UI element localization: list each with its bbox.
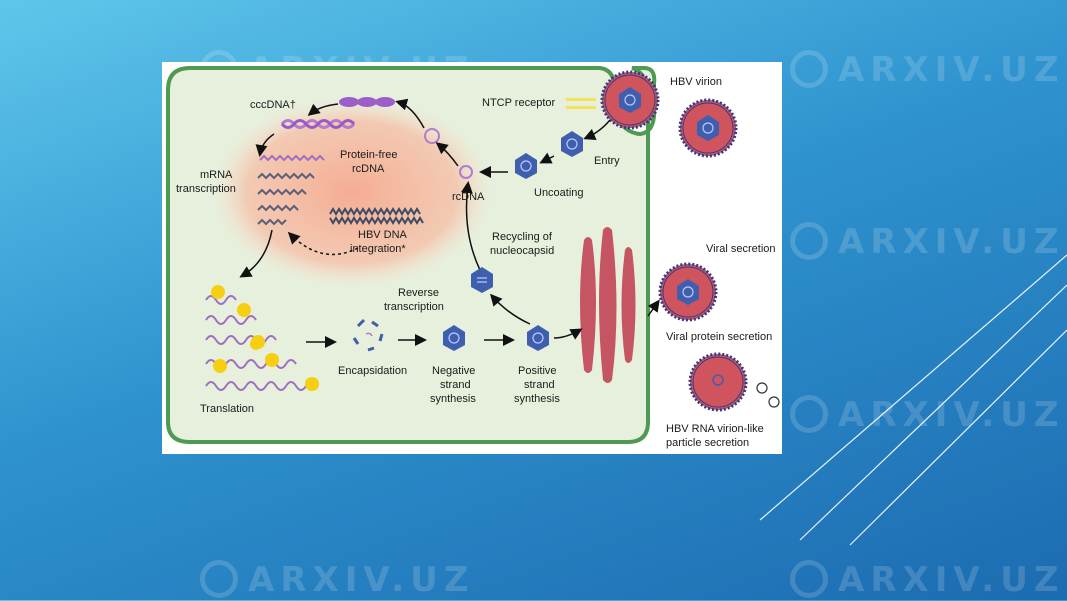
subviral-particle-icon: [756, 382, 780, 408]
label-hbv-dna-integration: integration*: [350, 243, 406, 255]
label-protein-free-rcdna: rcDNA: [352, 163, 385, 175]
arrow: [553, 328, 583, 340]
mrna-strands: [259, 154, 325, 162]
label-recycling: Recycling of: [492, 231, 553, 243]
label-negative: Negative: [432, 365, 475, 377]
label-entry: Entry: [594, 155, 620, 167]
watermark: ARXIV.UZ: [790, 394, 1065, 436]
label-reverse-transcription: transcription: [384, 301, 444, 313]
arrow: [255, 133, 275, 157]
watermark: ARXIV.UZ: [790, 559, 1065, 601]
arrow: [460, 181, 481, 271]
magnifier-icon: [790, 559, 828, 598]
watermark-text: ARXIV.UZ: [248, 560, 475, 600]
label-mrna: mRNA: [200, 169, 233, 181]
magnifier-icon: [790, 49, 828, 88]
ribosome-icons: [211, 285, 319, 391]
arrow: [395, 98, 425, 129]
arrow: [239, 229, 273, 278]
capsid-icon: [515, 153, 537, 179]
label-rna-virion-secretion: particle secretion: [666, 437, 749, 449]
capsid-assembly-icon: [352, 318, 384, 352]
arrow-dashed: [287, 231, 359, 256]
endoplasmic-reticulum: [580, 227, 636, 383]
label-translation: Translation: [200, 403, 254, 415]
nucleus: [212, 97, 492, 287]
hbv-virion-icon: [658, 262, 718, 322]
watermark-text: ARXIV.UZ: [838, 222, 1065, 262]
deco-line: [759, 254, 1067, 521]
label-positive: Positive: [518, 365, 557, 377]
label-cccdna: cccDNA†: [250, 99, 296, 111]
watermark: ARXIV.UZ: [790, 49, 1065, 91]
rna-virion-like-particle-icon: [688, 352, 748, 412]
hbv-lifecycle-diagram: HBV virion NTCP receptor Entry Uncoating…: [162, 62, 782, 454]
label-viral-protein-secretion: Viral protein secretion: [666, 331, 772, 343]
diagram-svg: HBV virion NTCP receptor Entry Uncoating…: [166, 66, 780, 449]
arrow: [307, 103, 339, 116]
rcdna-circle: [424, 128, 440, 144]
label-hbv-virion: HBV virion: [670, 76, 722, 88]
label-mrna-transcription: transcription: [176, 183, 236, 195]
rcdna-circle: [459, 165, 473, 179]
label-recycling-nucleocapsid: nucleocapsid: [490, 245, 554, 257]
capsid-icon: [443, 325, 465, 351]
watermark-text: ARXIV.UZ: [838, 560, 1065, 600]
label-rna-virion: HBV RNA virion-like: [666, 423, 764, 435]
label-viral-secretion: Viral secretion: [706, 243, 776, 255]
arrow: [435, 142, 459, 167]
magnifier-icon: [200, 559, 238, 598]
cccdna-beads: [339, 97, 395, 107]
hbv-virion-icon: [600, 70, 660, 130]
capsid-icon: [561, 131, 583, 157]
ntcp-receptor-icon: [566, 98, 596, 109]
label-positive-strand: strand: [524, 379, 555, 391]
watermark-text: ARXIV.UZ: [838, 50, 1065, 90]
mrna-strands-dark: [257, 172, 315, 226]
arrow: [490, 293, 531, 325]
magnifier-icon: [790, 221, 828, 260]
arrow: [647, 299, 660, 317]
capsid-icon: [471, 267, 493, 293]
label-negative-synthesis: synthesis: [430, 393, 476, 405]
hbv-virion-icon: [678, 98, 738, 158]
arrow: [583, 119, 611, 140]
label-uncoating: Uncoating: [534, 187, 584, 199]
label-rcdna: rcDNA: [452, 191, 485, 203]
watermark-text: ARXIV.UZ: [838, 395, 1065, 435]
deco-line: [849, 329, 1067, 546]
arrow: [539, 152, 555, 164]
label-reverse: Reverse: [398, 287, 439, 299]
label-ntcp-receptor: NTCP receptor: [482, 97, 555, 109]
label-positive-synthesis: synthesis: [514, 393, 560, 405]
magnifier-icon: [790, 394, 828, 433]
label-protein-free: Protein-free: [340, 149, 397, 161]
label-hbv-dna: HBV DNA: [358, 229, 408, 241]
deco-line: [799, 284, 1067, 541]
integrated-dna: [329, 207, 424, 225]
watermark: ARXIV.UZ: [790, 221, 1065, 263]
label-encapsidation: Encapsidation: [338, 365, 407, 377]
label-negative-strand: strand: [440, 379, 471, 391]
watermark: ARXIV.UZ: [200, 559, 475, 601]
capsid-icon: [527, 325, 549, 351]
cccdna-coil: [280, 119, 356, 129]
